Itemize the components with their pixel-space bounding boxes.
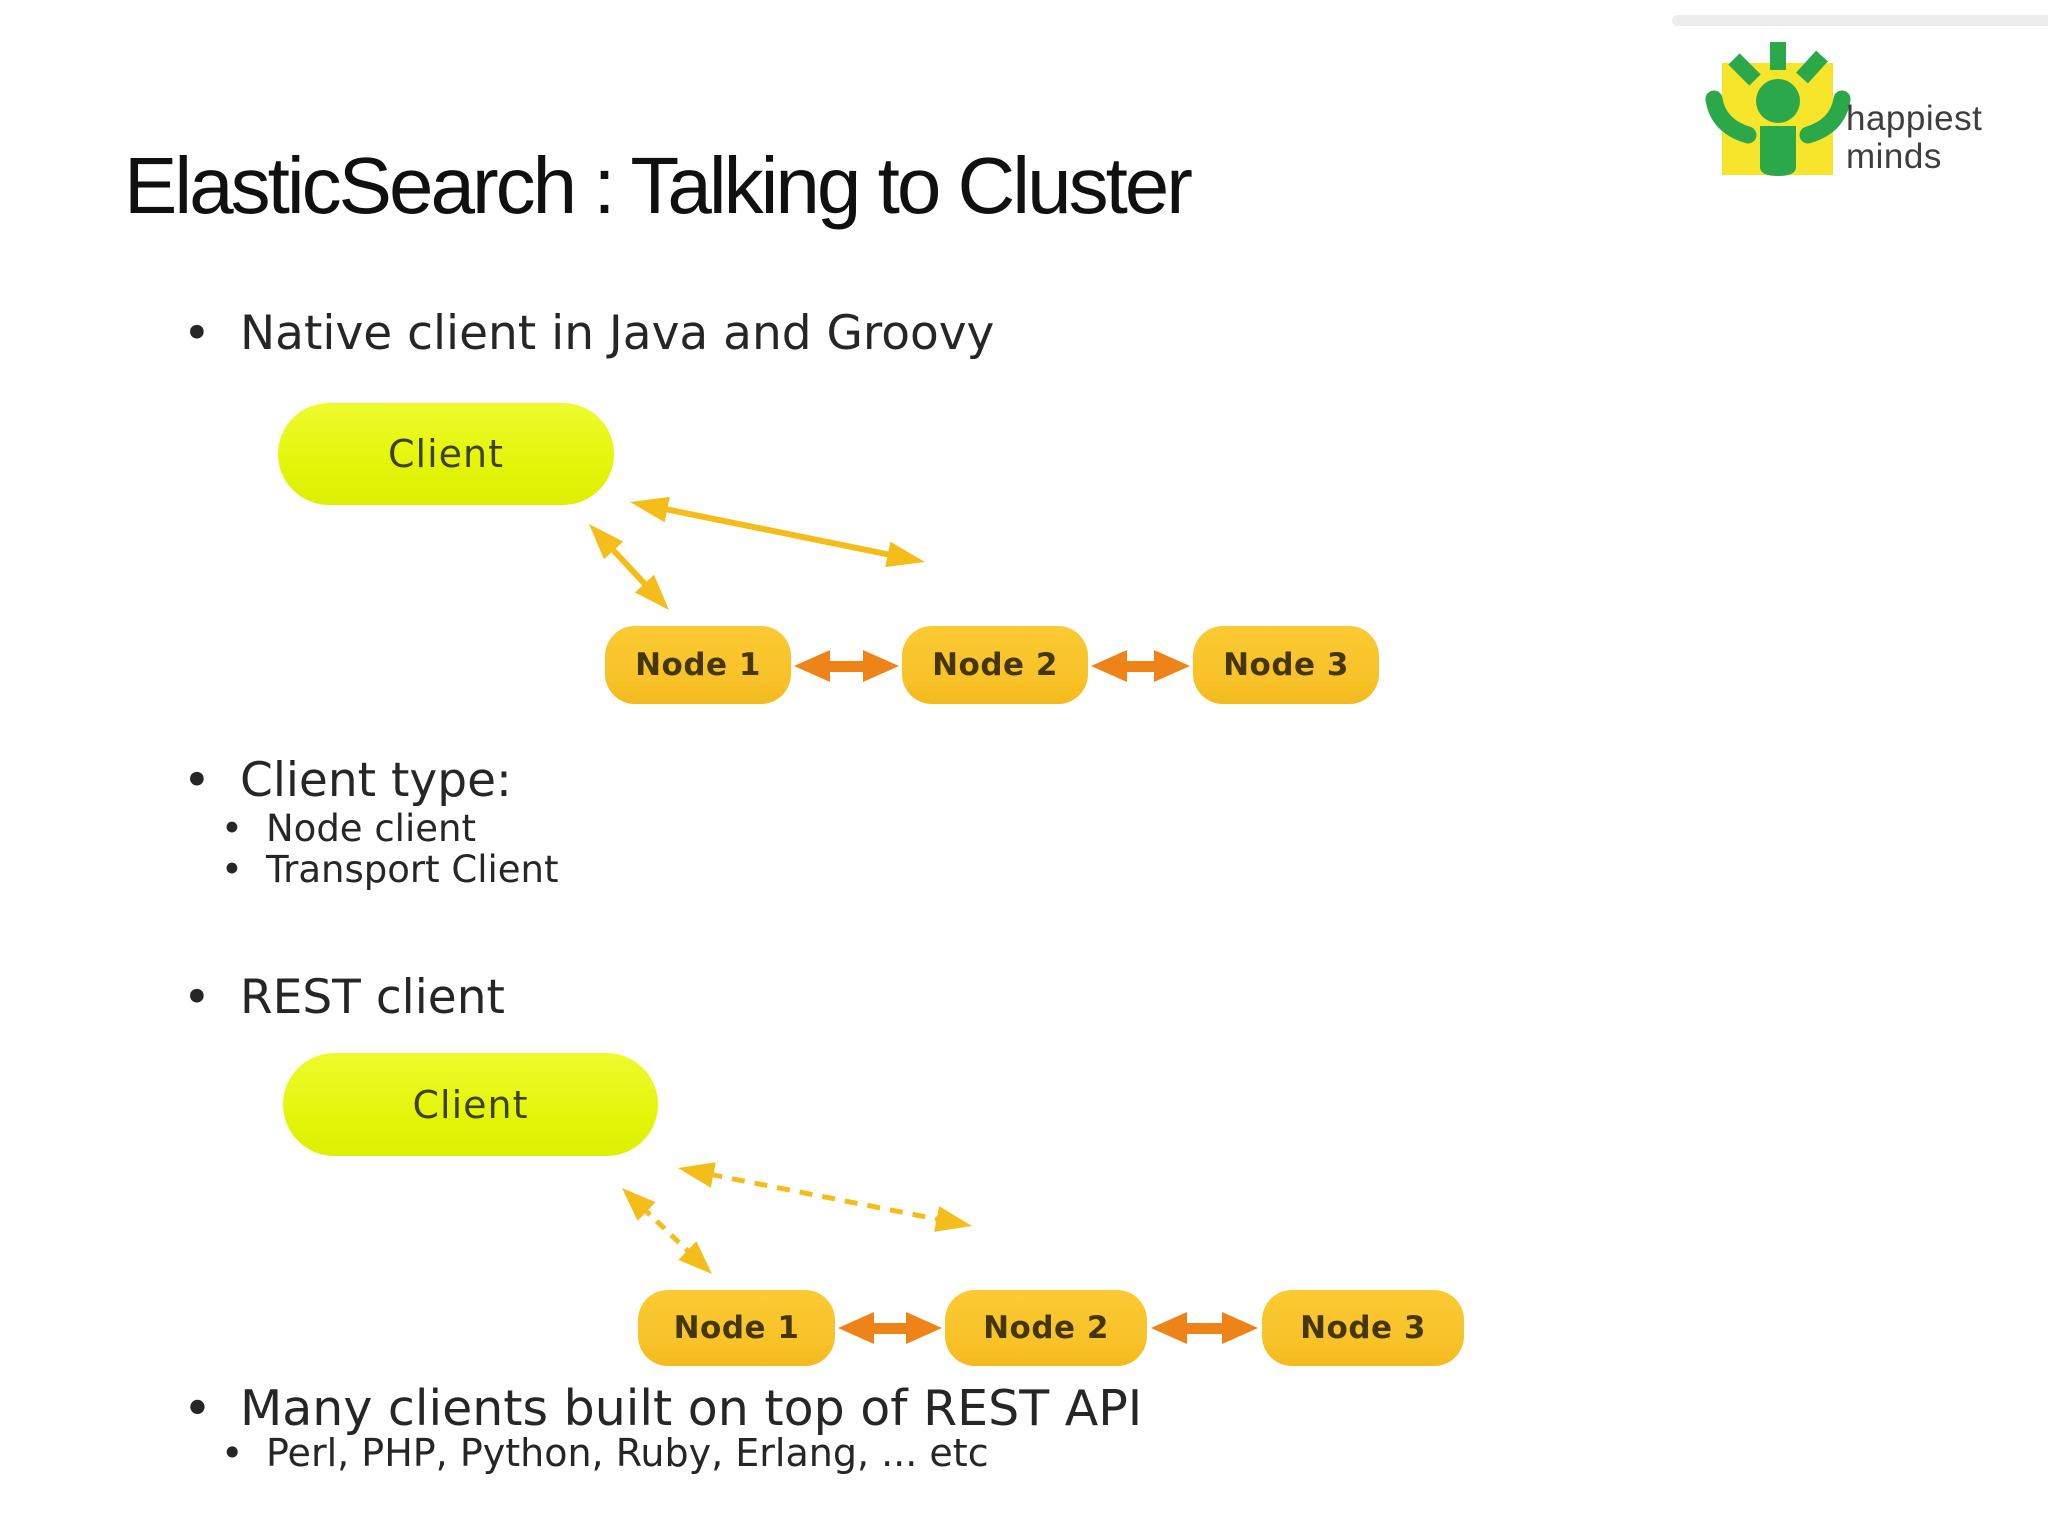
rest-node-3-label: Node 3 xyxy=(1300,1310,1426,1346)
bullet-rest-client: • REST client xyxy=(183,970,505,1025)
bullet-dot-icon: • xyxy=(183,753,211,808)
bullet-transport-client: • Transport Client xyxy=(221,848,559,891)
rest-diagram-client-pill: Client xyxy=(283,1053,658,1156)
rest-diagram-node-1-pill: Node 1 xyxy=(638,1290,835,1366)
bullet-languages-label: Perl, PHP, Python, Ruby, Erlang, ... etc xyxy=(266,1431,989,1475)
bullet-many-clients: • Many clients built on top of REST API xyxy=(183,1380,1143,1437)
native-node-1-label: Node 1 xyxy=(635,647,761,683)
rest-client-pill-label: Client xyxy=(412,1082,529,1127)
logo-rays-icon xyxy=(1728,42,1828,86)
native-node1-node2-connector-icon xyxy=(794,650,899,682)
bullet-transport-client-label: Transport Client xyxy=(266,848,559,891)
native-client-long-arrow-icon xyxy=(630,496,925,568)
native-diagram-client-pill: Client xyxy=(278,403,614,505)
bullet-node-client: • Node client xyxy=(221,807,476,850)
native-diagram-node-1-pill: Node 1 xyxy=(605,626,791,704)
happiest-minds-logo-icon xyxy=(1705,42,1851,176)
rest-diagram-node-2-pill: Node 2 xyxy=(945,1290,1147,1366)
rest-client-long-dashed-arrow-icon xyxy=(678,1162,972,1232)
native-node-3-label: Node 3 xyxy=(1223,647,1349,683)
native-node2-node3-connector-icon xyxy=(1091,650,1190,682)
bullet-rest-client-label: REST client xyxy=(240,970,505,1025)
bullet-native-client-label: Native client in Java and Groovy xyxy=(240,306,995,361)
bullet-languages: • Perl, PHP, Python, Ruby, Erlang, ... e… xyxy=(221,1432,989,1475)
bullet-dot-icon: • xyxy=(221,1431,244,1475)
rest-client-short-dashed-arrow-icon xyxy=(622,1188,712,1274)
bullet-node-client-label: Node client xyxy=(266,807,476,850)
bullet-native-client: • Native client in Java and Groovy xyxy=(183,306,995,361)
native-diagram-node-2-pill: Node 2 xyxy=(902,626,1088,704)
bullet-dot-icon: • xyxy=(183,1380,212,1437)
rest-diagram-node-3-pill: Node 3 xyxy=(1262,1290,1464,1366)
rest-node-1-label: Node 1 xyxy=(673,1310,800,1346)
bullet-dot-icon: • xyxy=(221,848,243,891)
native-diagram-node-3-pill: Node 3 xyxy=(1193,626,1379,704)
rest-node-2-label: Node 2 xyxy=(983,1310,1109,1346)
page-title: ElasticSearch : Talking to Cluster xyxy=(124,141,1193,230)
bullet-client-type: • Client type: xyxy=(183,753,512,808)
bullet-dot-icon: • xyxy=(183,970,211,1025)
native-node-2-label: Node 2 xyxy=(932,647,1058,683)
bullet-dot-icon: • xyxy=(221,807,243,850)
native-client-pill-label: Client xyxy=(387,432,504,476)
logo-person-icon xyxy=(1705,79,1851,176)
logo-word-minds: minds xyxy=(1846,137,1942,176)
rest-node2-node3-connector-icon xyxy=(1151,1312,1258,1344)
bullet-many-clients-label: Many clients built on top of REST API xyxy=(240,1380,1143,1437)
logo-word-happiest: happiest xyxy=(1846,99,1983,138)
bullet-dot-icon: • xyxy=(183,306,211,361)
logo-wordmark: happiest minds xyxy=(1846,100,1982,176)
rest-node1-node2-connector-icon xyxy=(838,1312,942,1344)
top-right-strip xyxy=(1672,15,2048,26)
bullet-client-type-label: Client type: xyxy=(240,753,512,808)
native-client-short-arrow-icon xyxy=(589,524,669,610)
